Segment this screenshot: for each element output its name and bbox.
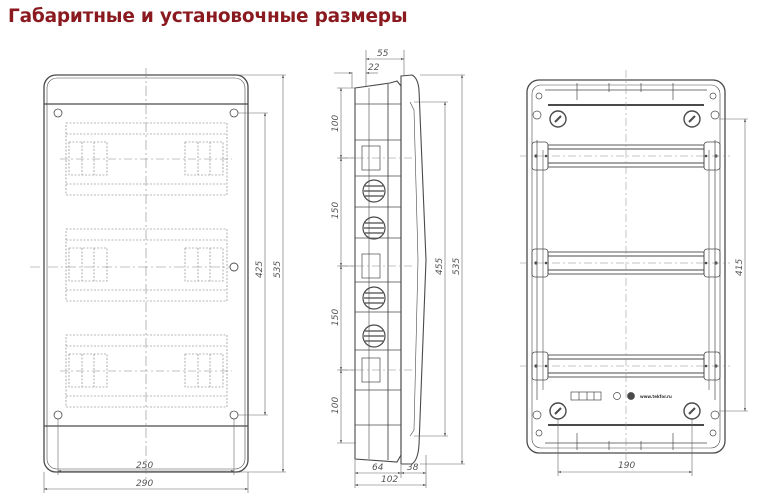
- dim-front-width-total: 290: [136, 479, 153, 489]
- side-view: [334, 50, 465, 488]
- dim-front-height-total: 535: [273, 261, 283, 278]
- dim-side-535: 535: [452, 258, 462, 275]
- brand-logo-icon: [627, 392, 635, 400]
- ground-icon: [613, 392, 621, 400]
- dim-side-102: 102: [381, 475, 398, 485]
- dim-rear-width-mount: 190: [618, 461, 635, 471]
- screw-icon: [53, 108, 239, 420]
- front-view: [30, 68, 286, 493]
- corner-screw-icon: [532, 92, 720, 437]
- dim-front-height-mount: 425: [255, 261, 265, 278]
- knockout-icon: [362, 179, 386, 348]
- dim-side-100-top: 100: [331, 115, 341, 132]
- dim-side-455: 455: [435, 258, 445, 275]
- dim-side-150-b: 150: [331, 309, 341, 326]
- dim-rear-height-mount: 415: [735, 259, 745, 276]
- dim-front-width-mount: 250: [136, 461, 153, 471]
- dim-side-64: 64: [372, 463, 384, 473]
- product-label: [570, 391, 635, 401]
- dim-side-100-bottom: 100: [331, 397, 341, 414]
- dim-side-55: 55: [377, 49, 389, 59]
- dim-side-22: 22: [368, 63, 380, 73]
- lock-icon: [229, 262, 239, 272]
- dim-side-150-a: 150: [331, 202, 341, 219]
- page-title: Габаритные и установочные размеры: [8, 6, 408, 27]
- website-label: www.tekfor.ru: [640, 394, 672, 399]
- dim-side-38: 38: [407, 463, 419, 473]
- rear-view: [520, 70, 748, 476]
